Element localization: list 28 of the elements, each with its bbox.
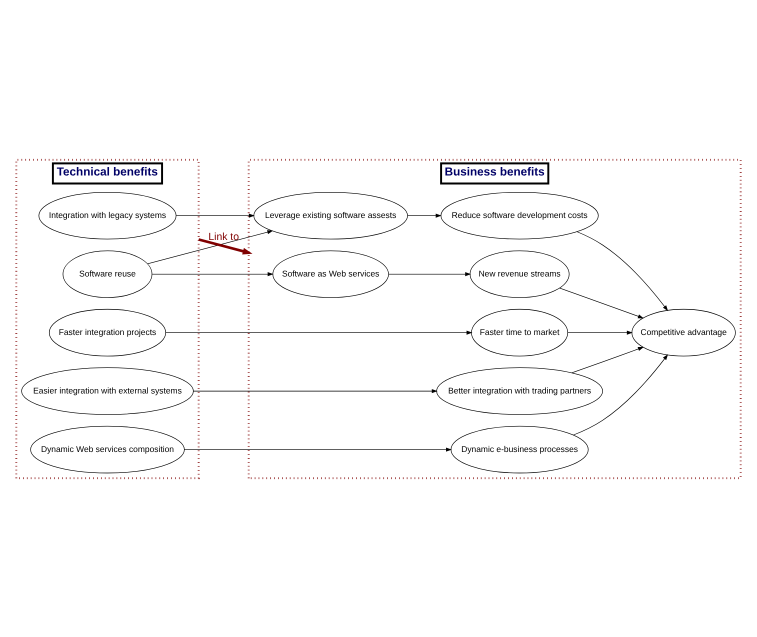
arrow bbox=[193, 388, 438, 393]
node-ellipse: Dynamic Web services composition bbox=[30, 425, 185, 473]
arrow bbox=[567, 330, 633, 334]
node-ellipse: Easier integration with external systems bbox=[21, 366, 194, 414]
node-ellipse: Faster time to market bbox=[471, 308, 568, 356]
arrow bbox=[576, 230, 668, 311]
arrow bbox=[166, 330, 472, 334]
node-ellipse: Better integration with trading partners bbox=[436, 366, 603, 414]
arrow bbox=[407, 213, 442, 218]
arrow bbox=[198, 238, 253, 254]
edge-label: Link to bbox=[208, 232, 239, 243]
arrow bbox=[184, 447, 452, 452]
arrow bbox=[573, 354, 668, 435]
arrow bbox=[176, 213, 255, 218]
node-ellipse: Reduce software development costs bbox=[440, 191, 599, 239]
node-ellipse: Integration with legacy systems bbox=[38, 191, 176, 239]
arrow bbox=[388, 272, 472, 276]
arrow bbox=[559, 287, 644, 318]
node-ellipse: Leverage existing software assests bbox=[253, 191, 408, 239]
node-ellipse: Competitive advantage bbox=[632, 308, 736, 356]
arrow bbox=[572, 346, 644, 373]
node-ellipse: Dynamic e-business processes bbox=[450, 425, 589, 473]
node-ellipse: Software as Web services bbox=[272, 250, 389, 298]
node-ellipse: Faster integration projects bbox=[48, 308, 166, 356]
arrow bbox=[147, 230, 274, 264]
node-ellipse: New revenue streams bbox=[470, 250, 570, 298]
node-ellipse: Software reuse bbox=[62, 250, 152, 298]
arrow bbox=[152, 272, 274, 276]
